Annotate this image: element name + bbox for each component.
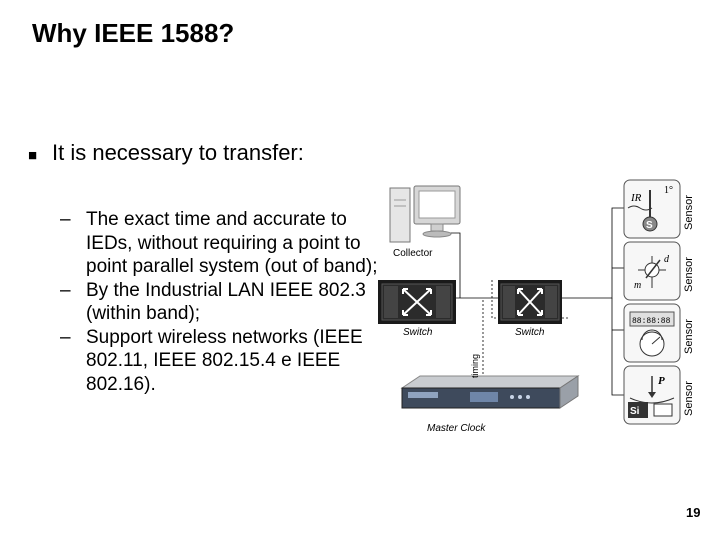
main-bullet-text: It is necessary to transfer:: [52, 140, 304, 165]
square-bullet-icon: ■: [28, 147, 38, 164]
sensor-bus-link: [562, 207, 624, 299]
timing-label: timing: [470, 353, 480, 378]
collector-pc-icon: [389, 185, 461, 243]
main-bullet: ■ It is necessary to transfer:: [28, 140, 304, 166]
dash-bullet: –: [60, 209, 71, 230]
subpoint-text: The exact time and accurate to IEDs, wit…: [86, 209, 378, 277]
degree-glyph: 1°: [664, 185, 673, 196]
sensor-label-4: Sensor: [683, 381, 695, 416]
sensor-label-3: Sensor: [683, 319, 695, 354]
master-clock-icon: [400, 375, 580, 409]
dash-bullet: –: [60, 326, 71, 348]
sensor-panel-4: P Si: [623, 365, 681, 425]
p-glyph: P: [658, 375, 665, 387]
page-number: 19: [686, 505, 701, 520]
s-glyph: S: [646, 220, 653, 231]
subpoint-item: – The exact time and accurate to IEDs, w…: [60, 208, 380, 279]
sensor-panel-1: IR 1° S: [623, 179, 681, 239]
slide-title: Why IEEE 1588?: [32, 18, 235, 48]
si-glyph: Si: [630, 406, 640, 417]
switch-1-icon: [378, 280, 456, 324]
subpoint-text: Support wireless networks (IEEE 802.11, …: [86, 326, 363, 395]
ir-glyph: IR: [630, 192, 642, 204]
sensor-label-1: Sensor: [683, 195, 695, 230]
sensor-panel-2: d m: [623, 241, 681, 301]
collector-label: Collector: [393, 248, 433, 259]
switch-2-label: Switch: [515, 327, 545, 338]
network-links: [444, 207, 624, 396]
d-glyph: d: [664, 254, 670, 265]
dash-bullet: –: [60, 279, 71, 301]
subpoint-text: By the Industrial LAN IEEE 802.3 (within…: [86, 279, 366, 325]
master-clock-label: Master Clock: [427, 423, 486, 434]
switch-1-label: Switch: [403, 327, 433, 338]
m-glyph: m: [634, 280, 641, 291]
sensor-panel-3: 88:88:88: [623, 303, 681, 363]
switch-2-icon: [498, 280, 562, 324]
subpoint-item: – By the Industrial LAN IEEE 802.3 (with…: [60, 279, 380, 326]
sensor-label-2: Sensor: [683, 257, 695, 292]
sensor-branch-4: [611, 298, 624, 396]
subpoint-list: – The exact time and accurate to IEDs, w…: [60, 208, 380, 396]
subpoint-item: – Support wireless networks (IEEE 802.11…: [60, 326, 380, 397]
display-glyph: 88:88:88: [632, 317, 671, 326]
